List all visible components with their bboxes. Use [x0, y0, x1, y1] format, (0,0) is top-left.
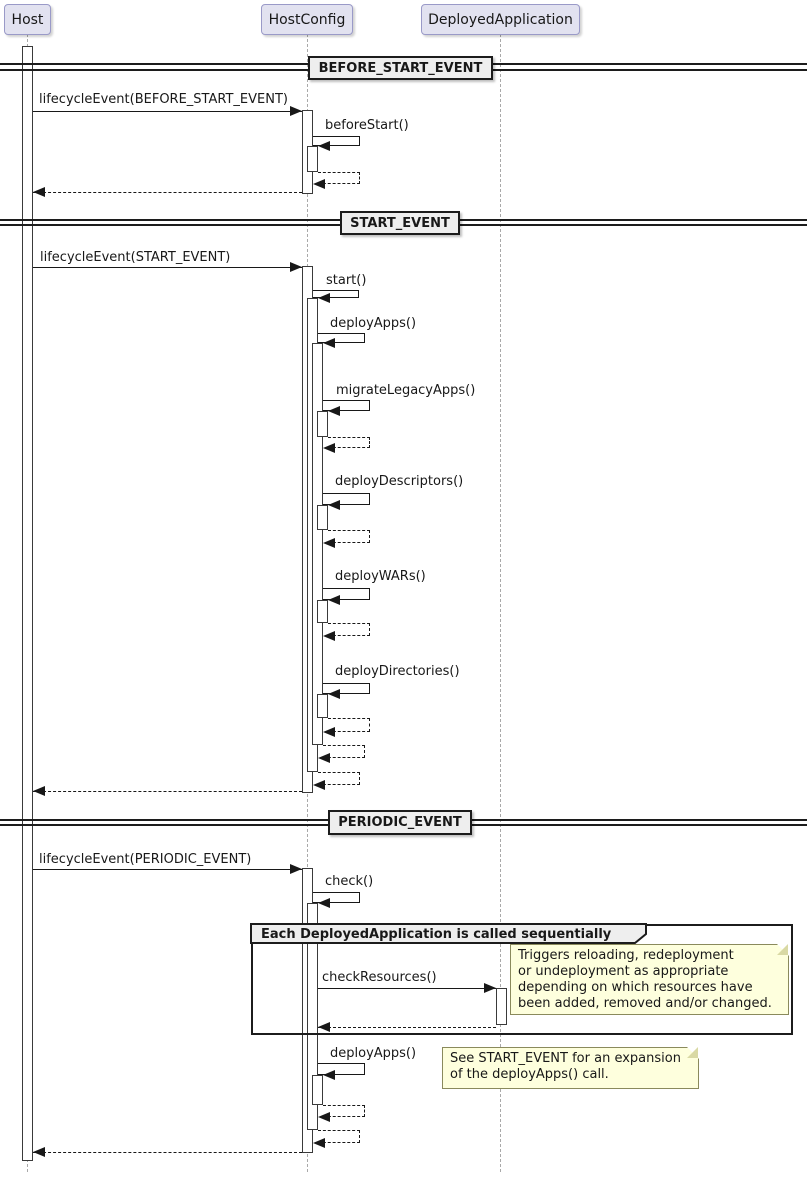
participant-label: Host: [11, 11, 44, 28]
arrow-head: [318, 293, 330, 303]
self-call-line: [323, 400, 370, 411]
message-label: deployDirectories(): [335, 664, 460, 679]
arrow-head: [290, 262, 302, 272]
arrow-head: [323, 338, 335, 348]
group-header: [250, 923, 647, 944]
divider-start-event: START_EVENT: [340, 211, 460, 235]
self-return-line: [328, 718, 370, 732]
arrow-head: [318, 141, 330, 151]
arrow-head: [290, 864, 302, 874]
arrow-head: [323, 1070, 335, 1080]
divider-periodic-event: PERIODIC_EVENT: [328, 810, 472, 835]
message-label: migrateLegacyApps(): [336, 383, 476, 398]
note-fold-icon: [687, 1047, 698, 1058]
arrow-head: [313, 179, 325, 189]
arrow-head: [323, 631, 335, 641]
return-line: [33, 192, 302, 193]
self-return-line: [328, 623, 370, 636]
message-line: [33, 267, 302, 268]
self-call-line: [323, 683, 370, 694]
participant-deployedapplication: DeployedApplication: [421, 4, 580, 35]
arrow-head: [33, 786, 45, 796]
message-label: deployApps(): [330, 1046, 417, 1061]
arrow-head: [328, 500, 340, 510]
self-return-line: [328, 530, 370, 543]
message-label: checkResources(): [322, 970, 437, 985]
participant-label: DeployedApplication: [428, 11, 573, 28]
self-call-line: [318, 1063, 365, 1075]
self-return-line: [318, 772, 360, 785]
arrow-head: [318, 1112, 330, 1122]
message-line: [33, 111, 302, 112]
arrow-head: [328, 406, 340, 416]
participant-label: HostConfig: [268, 11, 346, 28]
return-line: [33, 791, 302, 792]
divider-label: START_EVENT: [350, 215, 450, 231]
message-label: start(): [326, 273, 367, 288]
message-label: deployWARs(): [335, 569, 426, 584]
return-line: [318, 1027, 496, 1028]
message-label: deployDescriptors(): [335, 474, 464, 489]
activation-bar: [312, 343, 323, 745]
self-call-line: [313, 290, 359, 298]
return-line: [33, 1152, 302, 1153]
message-label: lifecycleEvent(PERIODIC_EVENT): [39, 852, 252, 867]
arrow-head: [328, 595, 340, 605]
arrow-head: [33, 187, 45, 197]
self-return-line: [318, 172, 360, 184]
activation-bar: [317, 694, 328, 718]
activation-bar: [317, 411, 328, 437]
arrow-head: [328, 689, 340, 699]
arrow-head: [323, 538, 335, 548]
arrow-head: [33, 1147, 45, 1157]
arrow-head: [318, 753, 330, 763]
participant-hostconfig: HostConfig: [261, 4, 353, 35]
divider-label: BEFORE_START_EVENT: [318, 60, 483, 76]
self-call-line: [323, 588, 370, 600]
lifeline-deployedapplication: [500, 34, 501, 1172]
arrow-head: [323, 727, 335, 737]
note-deploy-apps: See START_EVENT for an expansion of the …: [442, 1047, 699, 1089]
arrow-head: [484, 983, 496, 993]
arrow-head: [323, 443, 335, 453]
self-return-line: [323, 745, 365, 758]
note-check-resources: Triggers reloading, redeployment or unde…: [510, 944, 789, 1015]
message-line: [318, 988, 496, 989]
arrow-head: [313, 1138, 325, 1148]
message-label: lifecycleEvent(BEFORE_START_EVENT): [39, 92, 288, 107]
message-label: check(): [325, 874, 374, 889]
self-return-line: [328, 437, 370, 448]
message-label: beforeStart(): [325, 118, 409, 133]
message-label: deployApps(): [330, 316, 417, 331]
activation-bar: [317, 505, 328, 530]
self-return-line: [323, 1105, 365, 1117]
message-line: [33, 869, 302, 870]
activation-bar: [317, 600, 328, 623]
arrow-head: [290, 106, 302, 116]
group-title: Each DeployedApplication is called seque…: [261, 927, 612, 942]
arrow-head: [318, 1022, 330, 1032]
divider-label: PERIODIC_EVENT: [338, 815, 462, 830]
self-call-line: [323, 493, 370, 505]
self-call-line: [313, 892, 360, 903]
self-call-line: [313, 136, 360, 146]
activation-bar: [307, 903, 318, 1130]
activation-bar: [307, 146, 318, 172]
divider-before-start-event: BEFORE_START_EVENT: [308, 56, 493, 80]
activation-bar-deployedapplication: [496, 988, 507, 1025]
message-label: lifecycleEvent(START_EVENT): [40, 250, 231, 265]
activation-bar: [312, 1075, 323, 1105]
self-call-line: [318, 333, 365, 343]
participant-host: Host: [4, 4, 51, 35]
arrow-head: [313, 780, 325, 790]
note-fold-icon: [777, 944, 788, 955]
self-return-line: [318, 1130, 360, 1143]
activation-bar-host: [22, 46, 33, 1161]
arrow-head: [318, 898, 330, 908]
